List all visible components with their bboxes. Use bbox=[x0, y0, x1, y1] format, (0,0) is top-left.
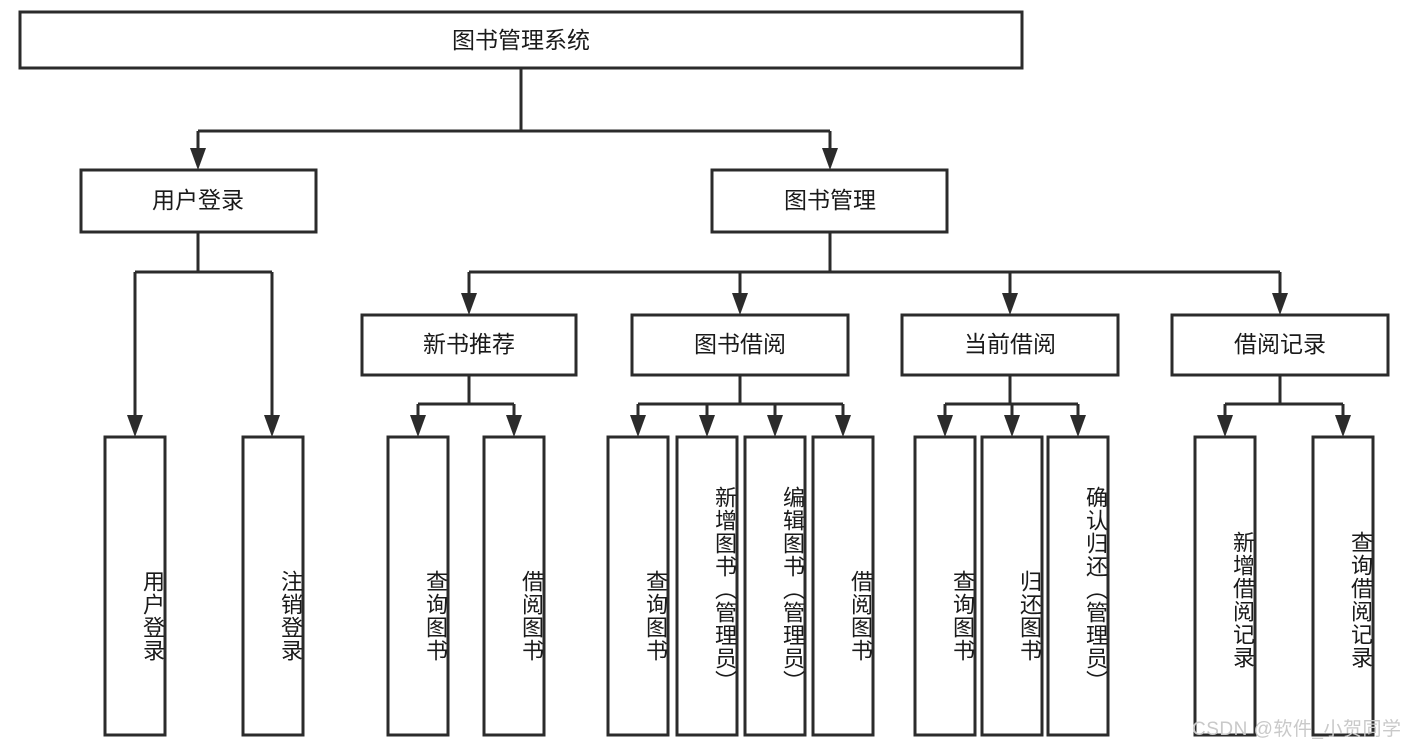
leaf-query-record-box[interactable] bbox=[1311, 435, 1375, 737]
arrow-bm-to-borrow-record bbox=[1272, 293, 1288, 315]
arrow-cb-to-leaf-1 bbox=[937, 415, 953, 437]
node-new-book-recommend[interactable]: 新书推荐 bbox=[360, 313, 578, 377]
arrow-nbr-to-leaf-1 bbox=[410, 415, 426, 437]
node-book-management-label: 图书管理 bbox=[784, 187, 876, 213]
leaf-add-record-box[interactable] bbox=[1193, 435, 1257, 737]
arrow-cb-to-leaf-2 bbox=[1004, 415, 1020, 437]
leaf-edit-book-box[interactable] bbox=[743, 435, 807, 737]
leaf-query-book-3-box[interactable] bbox=[913, 435, 977, 737]
connector-borrow-record-bus bbox=[1223, 375, 1345, 424]
connector-book-borrow-bus bbox=[636, 375, 845, 424]
node-current-borrow-box[interactable] bbox=[900, 313, 1120, 377]
arrow-br-to-leaf-1 bbox=[1217, 415, 1233, 437]
node-book-borrow[interactable]: 图书借阅 bbox=[630, 313, 850, 377]
node-book-borrow-box[interactable] bbox=[630, 313, 850, 377]
node-new-book-recommend-label: 新书推荐 bbox=[423, 331, 515, 357]
node-root[interactable]: 图书管理系统 bbox=[18, 10, 1024, 70]
leaf-box-layer bbox=[103, 435, 1375, 737]
connector-layer bbox=[127, 68, 1351, 437]
connector-root-bus bbox=[196, 68, 832, 157]
leaf-add-book-box[interactable] bbox=[675, 435, 739, 737]
leaf-query-book-1-box[interactable] bbox=[386, 435, 450, 737]
node-user-login[interactable]: 用户登录 bbox=[79, 168, 318, 234]
node-new-book-recommend-box[interactable] bbox=[360, 313, 578, 377]
node-book-borrow-label: 图书借阅 bbox=[694, 331, 786, 357]
node-root-box[interactable] bbox=[18, 10, 1024, 70]
arrow-root-to-user-login bbox=[190, 148, 206, 170]
leaf-query-book-2-box[interactable] bbox=[606, 435, 670, 737]
node-current-borrow[interactable]: 当前借阅 bbox=[900, 313, 1120, 377]
leaf-confirm-return-box[interactable] bbox=[1046, 435, 1110, 737]
connector-user-login-bus bbox=[133, 232, 274, 424]
arrow-bb-to-leaf-4 bbox=[835, 415, 851, 437]
connector-book-management-bus bbox=[467, 232, 1282, 302]
node-borrow-record-label: 借阅记录 bbox=[1234, 331, 1326, 357]
arrow-user-login-to-leaf-1 bbox=[127, 415, 143, 437]
arrow-user-login-to-leaf-2 bbox=[264, 415, 280, 437]
node-borrow-record[interactable]: 借阅记录 bbox=[1170, 313, 1390, 377]
arrow-bb-to-leaf-1 bbox=[630, 415, 646, 437]
leaf-user-login-box[interactable] bbox=[103, 435, 167, 737]
arrow-br-to-leaf-2 bbox=[1335, 415, 1351, 437]
leaf-logout-login-box[interactable] bbox=[241, 435, 305, 737]
node-user-login-box[interactable] bbox=[79, 168, 318, 234]
arrow-root-to-book-management bbox=[822, 148, 838, 170]
node-borrow-record-box[interactable] bbox=[1170, 313, 1390, 377]
arrow-nbr-to-leaf-2 bbox=[506, 415, 522, 437]
arrow-bm-to-book-borrow bbox=[732, 293, 748, 315]
arrow-cb-to-leaf-3 bbox=[1070, 415, 1086, 437]
node-book-management[interactable]: 图书管理 bbox=[710, 168, 949, 234]
arrow-bb-to-leaf-2 bbox=[699, 415, 715, 437]
csdn-watermark: CSDN @软件_小贺同学 bbox=[1192, 719, 1402, 740]
node-user-login-label: 用户登录 bbox=[152, 187, 244, 213]
connector-current-borrow-bus bbox=[943, 375, 1080, 424]
leaf-return-book-box[interactable] bbox=[980, 435, 1044, 737]
arrow-bm-to-current-borrow bbox=[1002, 293, 1018, 315]
connector-new-book-recommend-bus bbox=[416, 375, 516, 424]
node-root-label: 图书管理系统 bbox=[452, 27, 590, 53]
node-book-management-box[interactable] bbox=[710, 168, 949, 234]
arrow-bb-to-leaf-3 bbox=[767, 415, 783, 437]
node-current-borrow-label: 当前借阅 bbox=[964, 331, 1056, 357]
arrow-bm-to-new-book-recommend bbox=[461, 293, 477, 315]
leaf-borrow-book-1-box[interactable] bbox=[482, 435, 546, 737]
leaf-borrow-book-2-box[interactable] bbox=[811, 435, 875, 737]
